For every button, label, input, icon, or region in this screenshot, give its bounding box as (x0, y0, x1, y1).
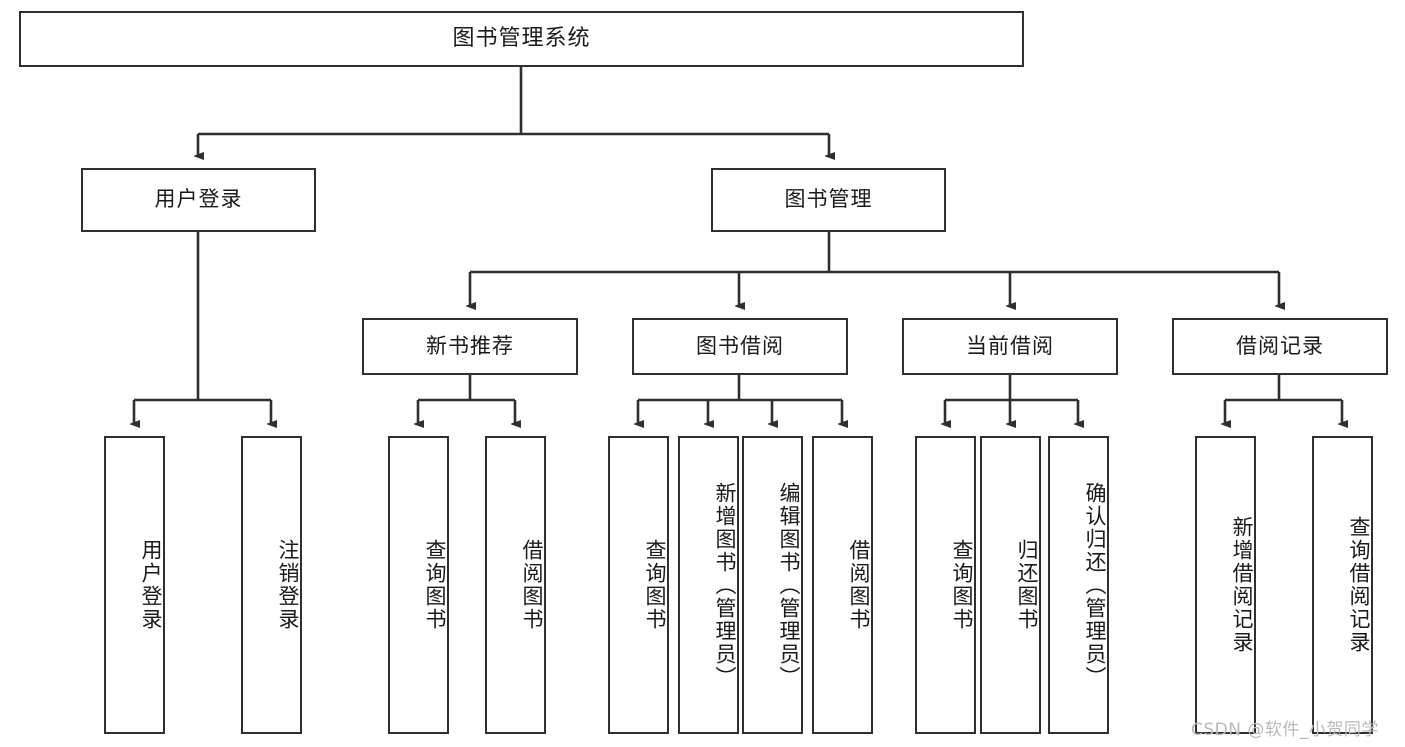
leaf-user-logout[interactable]: 注销登录 (241, 436, 302, 734)
leaf-borrow-book-2-label: 借阅图书 (847, 539, 871, 631)
leaf-user-login[interactable]: 用户登录 (104, 436, 165, 734)
leaf-add-record-label: 新增借阅记录 (1230, 516, 1254, 654)
leaf-borrow-book-1[interactable]: 借阅图书 (485, 436, 546, 734)
leaf-add-book-label: 新增图书（管理员） (713, 481, 737, 689)
leaf-query-book-2-label: 查询图书 (643, 539, 667, 631)
node-book-borrow[interactable]: 图书借阅 (632, 318, 848, 375)
leaf-user-logout-label: 注销登录 (276, 539, 300, 631)
node-current-borrow-label: 当前借阅 (966, 333, 1054, 358)
node-root[interactable]: 图书管理系统 (19, 11, 1024, 67)
leaf-query-record[interactable]: 查询借阅记录 (1312, 436, 1373, 734)
leaf-add-book[interactable]: 新增图书（管理员） (678, 436, 739, 734)
node-new-book-recommend[interactable]: 新书推荐 (362, 318, 578, 375)
leaf-add-record[interactable]: 新增借阅记录 (1195, 436, 1256, 734)
leaf-return-book-label: 归还图书 (1015, 539, 1039, 631)
leaf-query-book-3-label: 查询图书 (950, 539, 974, 631)
leaf-query-book-2[interactable]: 查询图书 (608, 436, 669, 734)
leaf-confirm-return[interactable]: 确认归还（管理员） (1048, 436, 1109, 734)
node-new-book-recommend-label: 新书推荐 (426, 333, 514, 358)
node-book-manage-label: 图书管理 (784, 187, 873, 212)
leaf-confirm-return-label: 确认归还（管理员） (1083, 481, 1107, 689)
node-book-borrow-label: 图书借阅 (696, 333, 784, 358)
node-user-login[interactable]: 用户登录 (81, 168, 316, 232)
node-book-manage[interactable]: 图书管理 (711, 168, 946, 232)
node-root-label: 图书管理系统 (452, 25, 591, 51)
leaf-query-book-3[interactable]: 查询图书 (915, 436, 976, 734)
node-user-login-label: 用户登录 (154, 187, 243, 212)
watermark: CSDN @软件_小贺同学 (1191, 720, 1379, 740)
leaf-query-book-1-label: 查询图书 (423, 539, 447, 631)
node-current-borrow[interactable]: 当前借阅 (902, 318, 1118, 375)
leaf-query-book-1[interactable]: 查询图书 (388, 436, 449, 734)
node-borrow-record[interactable]: 借阅记录 (1172, 318, 1388, 375)
leaf-edit-book[interactable]: 编辑图书（管理员） (742, 436, 803, 734)
leaf-borrow-book-2[interactable]: 借阅图书 (812, 436, 873, 734)
leaf-query-record-label: 查询借阅记录 (1347, 516, 1371, 654)
leaf-edit-book-label: 编辑图书（管理员） (777, 481, 801, 689)
leaf-user-login-label: 用户登录 (139, 539, 163, 631)
leaf-return-book[interactable]: 归还图书 (980, 436, 1041, 734)
node-borrow-record-label: 借阅记录 (1236, 333, 1324, 358)
leaf-borrow-book-1-label: 借阅图书 (520, 539, 544, 631)
